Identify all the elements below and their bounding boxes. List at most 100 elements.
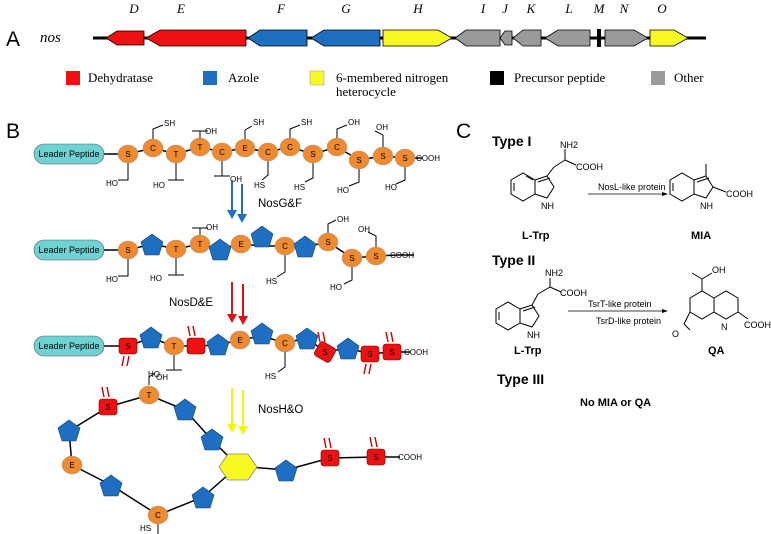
- gene-l: [544, 29, 591, 47]
- azole-ring: [140, 233, 164, 256]
- mia-cooh: COOH: [726, 189, 753, 199]
- qa-cooh: COOH: [744, 320, 771, 330]
- gene-label-j: J: [502, 1, 509, 16]
- gene-label-g: G: [341, 1, 351, 16]
- panel-c-letter: C: [456, 120, 471, 143]
- row1-residue: S: [348, 150, 370, 170]
- no-mia-qa-label: No MIA or QA: [580, 397, 651, 409]
- leader-peptide-3: [33, 335, 105, 357]
- legend-swatch-other: [651, 71, 665, 85]
- row1-residue: S: [372, 146, 394, 166]
- peptide-row-1: Leader Peptide HO SH HO OH OH SH HS SH H…: [33, 118, 440, 195]
- legend-swatch-precursor: [490, 71, 504, 85]
- ltrp-structure-1: [510, 149, 577, 202]
- svg-text:S: S: [367, 350, 372, 359]
- legend-precursor: Precursor peptide: [514, 70, 606, 85]
- row1-cooh: COOH: [416, 154, 440, 163]
- panel-b: B Leader Peptide HO SH HO OH OH SH: [6, 118, 440, 534]
- peptide-row-2: Leader Peptide HO HO OH HS OH HO OH S T …: [33, 215, 414, 292]
- row1-residue: S: [394, 148, 416, 168]
- nh-label-1: NH: [541, 201, 554, 211]
- gene-label-o: O: [657, 1, 667, 16]
- gene-k: [512, 29, 542, 47]
- row3-cooh: COOH: [404, 348, 428, 357]
- svg-text:T: T: [174, 245, 179, 254]
- gene-h: [382, 29, 453, 47]
- row1-oh-1: OH: [205, 127, 217, 136]
- enzyme-nosgf: NosG&F: [258, 198, 302, 210]
- gene-label-m: M: [593, 1, 606, 16]
- dehydrated-residue: S: [382, 331, 402, 361]
- legend-heterocycle-line1: 6-membered nitrogen: [336, 70, 449, 85]
- cooh-label-2: COOH: [560, 288, 587, 298]
- svg-text:S: S: [373, 252, 378, 261]
- row2-oh-3: OH: [358, 225, 370, 234]
- row3-residue: E: [229, 330, 251, 350]
- row1-oh-3: OH: [348, 118, 360, 127]
- arrow-nosl-head: [662, 192, 668, 196]
- azole-ring: [336, 337, 360, 360]
- svg-text:S: S: [125, 342, 130, 351]
- row1-ho-3: HO: [337, 186, 349, 195]
- gene-label-i: I: [480, 1, 486, 16]
- pyridine-ring: [218, 453, 258, 481]
- gene-label-k: K: [526, 1, 537, 16]
- panel-a-letter: A: [6, 28, 20, 51]
- gene-label-h: H: [412, 1, 423, 16]
- type3-label: Type III: [497, 371, 544, 387]
- svg-text:S: S: [125, 150, 130, 159]
- azole-ring: [250, 225, 274, 248]
- row1-residue: C: [211, 142, 233, 162]
- leader-label-3: Leader Peptide: [38, 341, 99, 351]
- arrow-nosde: NosD&E: [169, 282, 248, 325]
- svg-text:C: C: [219, 148, 225, 157]
- type1-label: Type I: [492, 133, 531, 149]
- gene-label-d: D: [128, 1, 139, 16]
- legend-other: Other: [674, 70, 704, 85]
- row1-residue: C: [279, 137, 301, 157]
- svg-text:C: C: [265, 148, 271, 157]
- row2-residue: S: [365, 246, 387, 266]
- svg-text:T: T: [172, 342, 177, 351]
- row1-ho-1: HO: [106, 179, 118, 188]
- row2-ho-3: HO: [330, 283, 342, 292]
- ltrp-structure-2: [495, 278, 562, 331]
- svg-text:S: S: [327, 454, 332, 463]
- azole-ring: [139, 326, 163, 349]
- dehydrated-residue: S: [118, 337, 138, 367]
- svg-text:C: C: [282, 242, 288, 251]
- row1-residue: T: [189, 137, 211, 157]
- row1-oh-2: OH: [230, 175, 242, 184]
- qa-n: N: [721, 322, 728, 332]
- qa-label: QA: [708, 345, 725, 357]
- gene-d: [105, 30, 145, 46]
- dehydrated-residue: S: [320, 437, 340, 467]
- svg-text:C: C: [287, 143, 293, 152]
- qa-structure: [683, 272, 749, 331]
- azole-ring: [208, 238, 232, 261]
- legend-swatch-azole: [203, 71, 217, 85]
- macrocycle: OH S T C E HS S S: [57, 372, 422, 534]
- gene-f: [247, 29, 308, 47]
- azole-ring: [173, 398, 197, 421]
- type2-label: Type II: [492, 252, 535, 268]
- enzyme-nosho: NosH&O: [258, 404, 303, 416]
- row1-residue: S: [302, 144, 324, 164]
- mia-label: MIA: [691, 230, 711, 242]
- dehydrated-residue: S: [360, 345, 380, 375]
- dehydrated-residue: S: [366, 436, 386, 466]
- gene-label-l: L: [564, 1, 572, 16]
- ltrp-label-2: L-Trp: [514, 345, 542, 357]
- qa-o: O: [672, 329, 679, 339]
- svg-text:S: S: [373, 453, 378, 462]
- svg-text:T: T: [174, 150, 179, 159]
- svg-text:S: S: [356, 156, 361, 165]
- row1-residue: E: [234, 138, 256, 158]
- svg-text:E: E: [242, 144, 247, 153]
- row2-hs-1: HS: [266, 277, 277, 286]
- svg-text:S: S: [380, 152, 385, 161]
- row1-residue: C: [142, 138, 164, 158]
- ring-oh-1: OH: [156, 373, 168, 382]
- tsrt-label: TsrT-like protein: [588, 299, 652, 309]
- svg-text:T: T: [147, 391, 152, 400]
